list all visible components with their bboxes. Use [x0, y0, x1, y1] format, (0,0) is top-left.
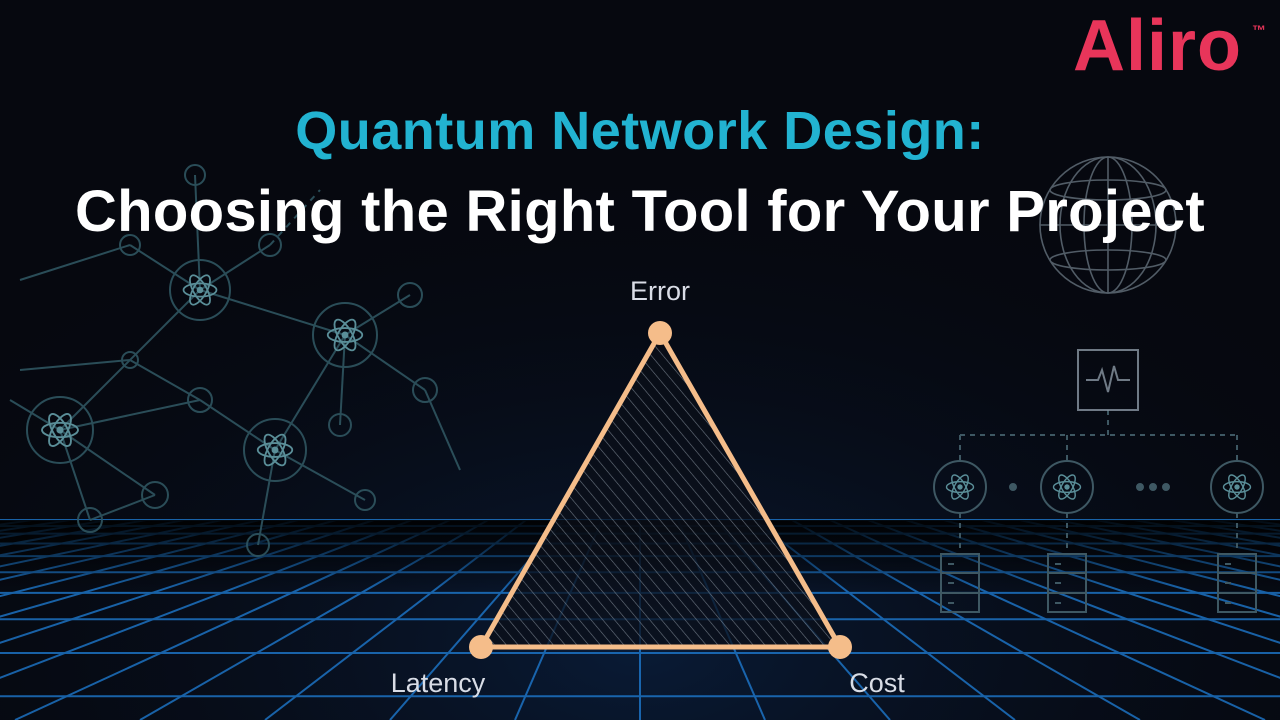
vertex-latency-dot [469, 635, 493, 659]
triangle-outline [478, 330, 843, 650]
waveform-monitor-icon [1077, 349, 1139, 411]
title-line-2: Choosing the Right Tool for Your Project [74, 179, 1206, 244]
network-hierarchy-right [933, 410, 1264, 550]
title-line-1: Quantum Network Design: [295, 101, 985, 161]
brand-logo: Aliro [1072, 6, 1242, 86]
triangle-hatch [481, 333, 840, 647]
vertex-cost-dot [828, 635, 852, 659]
vertex-label-error: Error [630, 276, 690, 306]
vertex-label-cost: Cost [849, 668, 905, 698]
brand-trademark: ™ [1252, 22, 1266, 38]
network-graph-left [9, 164, 461, 557]
vertex-error-dot [648, 321, 672, 345]
vertex-label-latency: Latency [390, 668, 486, 698]
globe-icon [1039, 156, 1177, 294]
